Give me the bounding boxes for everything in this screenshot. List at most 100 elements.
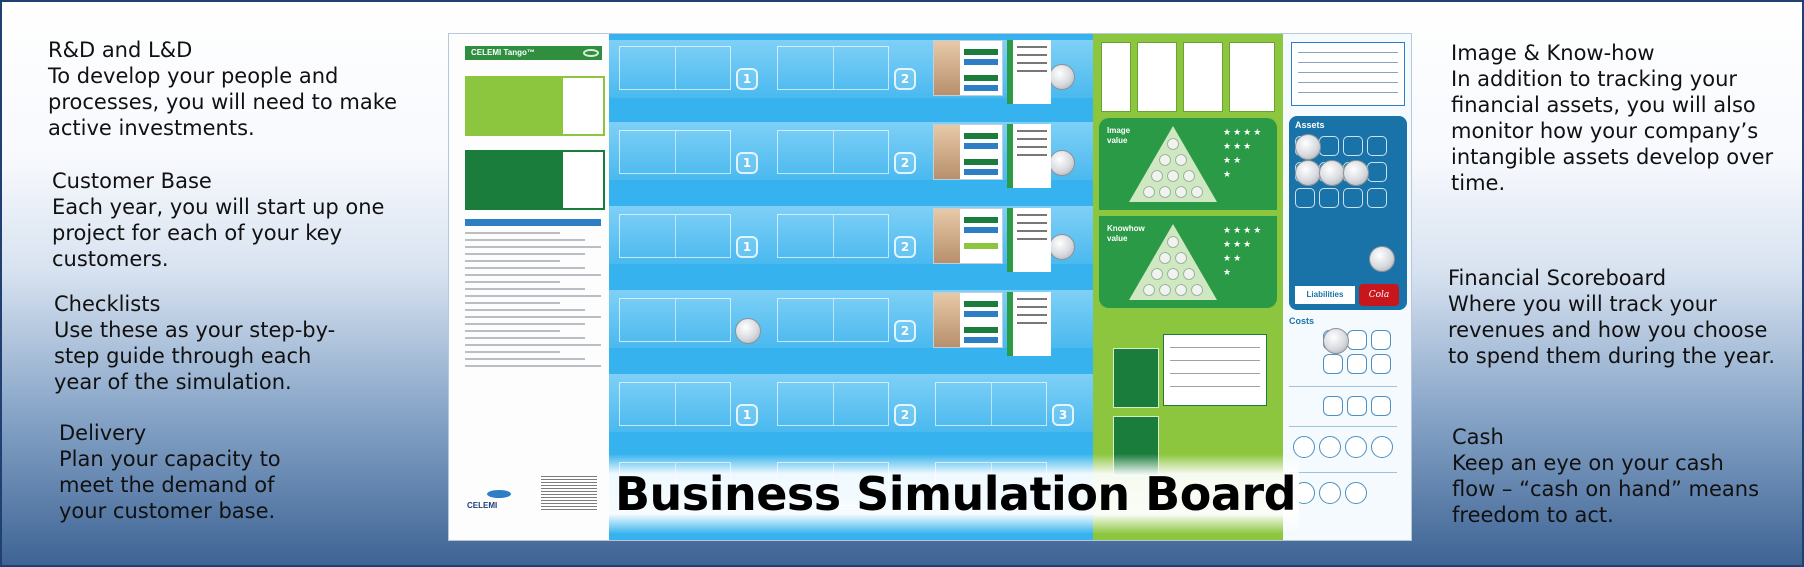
cost-slot: [1371, 354, 1391, 374]
knowhow-token: [1183, 268, 1195, 280]
checklist: [465, 219, 601, 439]
caption-title: Image & Know-how: [1451, 41, 1655, 65]
swirl-icon: [583, 49, 599, 57]
delivery-lane: [609, 374, 1093, 432]
caption-customer-base: Customer Base Each year, you will start …: [52, 169, 384, 272]
caption-body: Each year, you will start up one project…: [52, 195, 385, 271]
cost-slot: [1323, 396, 1343, 416]
knowhow-token: [1175, 284, 1187, 296]
liabilities-label: Liabilities: [1295, 286, 1355, 304]
lane-cell: [777, 298, 889, 342]
knowhow-token: [1159, 252, 1171, 264]
coin-token-icon: [1343, 160, 1369, 186]
knowhow-stars: ★★★★★★★★★★: [1223, 226, 1264, 278]
knowhow-token: [1143, 284, 1155, 296]
competence-card: [1183, 42, 1223, 112]
cost-slot: [1319, 436, 1341, 458]
image-value-panel: Image value ★★★★★★★★★★: [1099, 118, 1277, 210]
image-token: [1159, 154, 1171, 166]
lane-cell: [619, 130, 731, 174]
caption-body: Use these as your step-by- step guide th…: [54, 318, 336, 394]
step-marker: 2: [894, 320, 916, 342]
knowhow-token: [1167, 268, 1179, 280]
coin-token-icon: [735, 318, 761, 344]
cost-slot: [1347, 354, 1367, 374]
rd-ld-area: [465, 150, 572, 210]
project-card: [1007, 124, 1051, 188]
asset-slot: [1319, 188, 1339, 208]
competence-card: [1101, 42, 1131, 112]
step-marker: 2: [894, 68, 916, 90]
caption-title: Delivery: [59, 421, 147, 445]
caption-rd-ld: R&D and L&D To develop your people and p…: [48, 38, 397, 141]
caption-financial-scoreboard: Financial Scoreboard Where you will trac…: [1448, 266, 1775, 369]
caption-body: To develop your people and processes, yo…: [48, 64, 398, 140]
step-marker: 1: [736, 236, 758, 258]
recruitment-area: [561, 150, 605, 210]
lane-cell: [935, 382, 1047, 426]
asset-slot: [1367, 188, 1387, 208]
caption-title: Checklists: [54, 292, 161, 316]
knowhow-token: [1159, 284, 1171, 296]
cost-slot: [1345, 482, 1367, 504]
cost-divider: [1289, 426, 1397, 427]
knowhow-value-label: Knowhow value: [1107, 224, 1145, 243]
caption-body: Plan your capacity to meet the demand of…: [59, 447, 281, 523]
cost-slot: [1293, 436, 1315, 458]
project-card: [1007, 208, 1051, 272]
caption-title: Cash: [1452, 425, 1504, 449]
customer-card: [933, 40, 1003, 96]
simulation-board-image: CELEMI Tango™ CELEMI: [448, 33, 1412, 541]
celemi-logo-icon: [487, 490, 511, 498]
image-token: [1183, 170, 1195, 182]
caption-checklists: Checklists Use these as your step-by- st…: [54, 292, 335, 395]
customer-card: [933, 124, 1003, 180]
project-card: [1007, 40, 1051, 104]
caption-body: Where you will track your revenues and h…: [1448, 292, 1776, 368]
cost-divider: [1289, 386, 1397, 387]
title-backdrop: [609, 454, 1299, 534]
asset-slot: [1367, 136, 1387, 156]
assets-panel: Assets Liabilities Cola: [1289, 116, 1407, 310]
coin-token-icon: [1369, 246, 1395, 272]
cost-slot: [1371, 330, 1391, 350]
cost-slot: [1345, 436, 1367, 458]
caption-title: Financial Scoreboard: [1448, 266, 1667, 290]
cost-slot: [1323, 354, 1343, 374]
asset-slot: [1367, 162, 1387, 182]
caption-delivery: Delivery Plan your capacity to meet the …: [59, 421, 281, 524]
step-marker: 1: [736, 68, 758, 90]
lane-cell: [619, 382, 731, 426]
competence-chart: [1163, 334, 1267, 406]
competence-card: [1229, 42, 1275, 112]
board-logo: CELEMI Tango™: [465, 46, 602, 60]
costs-panel: Costs: [1289, 316, 1397, 536]
image-token: [1143, 186, 1155, 198]
image-token: [1175, 186, 1187, 198]
lane-cell: [777, 130, 889, 174]
coin-token-icon: [1049, 64, 1075, 90]
image-token: [1151, 170, 1163, 182]
caption-body: Keep an eye on your cash flow – “cash on…: [1452, 451, 1760, 527]
caption-image-knowhow: Image & Know-how In addition to tracking…: [1451, 41, 1773, 196]
step-marker: 2: [894, 404, 916, 426]
project-card: [1007, 292, 1051, 356]
rd-slot: [1113, 348, 1159, 408]
cost-slot: [1319, 482, 1341, 504]
step-marker: 1: [736, 404, 758, 426]
customer-area: [465, 76, 572, 136]
knowhow-token: [1151, 268, 1163, 280]
lane-cell: [619, 298, 731, 342]
costs-title: Costs: [1289, 316, 1315, 326]
caption-cash: Cash Keep an eye on your cash flow – “ca…: [1452, 425, 1759, 528]
assets-title: Assets: [1295, 120, 1325, 130]
image-token: [1167, 138, 1179, 150]
asset-slot: [1295, 188, 1315, 208]
caption-body: In addition to tracking your financial a…: [1451, 67, 1774, 195]
step-marker: 3: [1052, 404, 1074, 426]
coin-token-icon: [1319, 160, 1345, 186]
lane-cell: [619, 214, 731, 258]
lane-cell: [619, 46, 731, 90]
celemi-label: CELEMI: [467, 501, 498, 510]
knowhow-value-panel: Knowhow value ★★★★★★★★★★: [1099, 216, 1277, 308]
